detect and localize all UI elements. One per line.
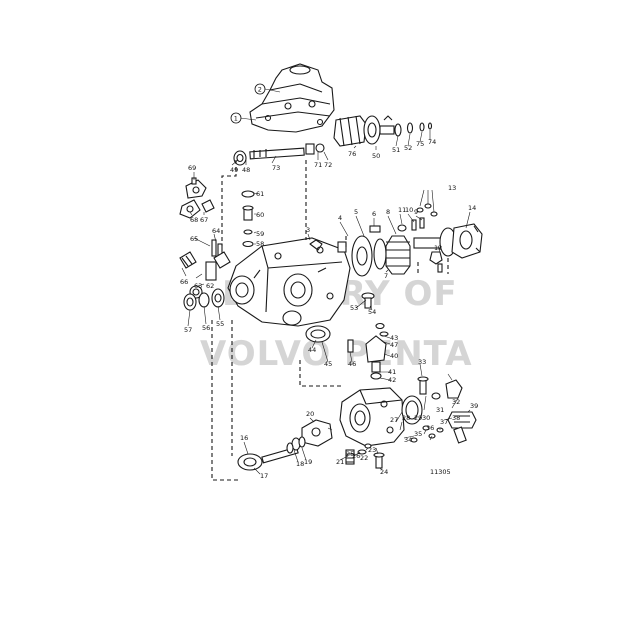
part-label: 71 <box>314 161 322 169</box>
right-lower-parts <box>410 376 477 444</box>
part-label: 37 <box>440 418 448 426</box>
part-labels: 69 49 48 73 71 72 76 50 51 52 75 74 68 6… <box>180 138 478 480</box>
circled-label-2: 2 <box>258 86 262 94</box>
part-label: 41 <box>388 368 396 376</box>
part-label: 58 <box>256 240 264 248</box>
part-label: 69 <box>188 164 196 172</box>
part-label: 60 <box>256 211 264 219</box>
part-label: 26 <box>352 452 360 460</box>
part-label: 59 <box>256 230 264 238</box>
part-label: 8 <box>386 208 390 216</box>
part-label: 17 <box>260 472 268 480</box>
bottom-left-parts <box>237 436 306 471</box>
part-label: 5 <box>354 208 358 216</box>
part-label: 50 <box>372 152 380 160</box>
part-label: 14 <box>468 204 476 212</box>
part-label: 3 <box>306 226 310 234</box>
part-label: 28 <box>402 414 410 422</box>
drive-gear-train <box>351 217 425 277</box>
circled-reference-2: 2 <box>254 83 266 95</box>
part-label: 68 <box>190 216 198 224</box>
circled-reference-1: 1 <box>230 112 242 124</box>
part-label: 12 <box>434 244 442 252</box>
watermark-line-2: VOLVO PENTA <box>200 334 473 374</box>
part-label: 31 <box>436 406 444 414</box>
part-label: 18 <box>296 460 304 468</box>
part-label: 24 <box>380 468 388 476</box>
part-label: 53 <box>350 304 358 312</box>
part-label: 61 <box>256 190 264 198</box>
part-label: 73 <box>272 164 280 172</box>
valve-stack <box>241 190 255 248</box>
part-label: 11 <box>398 206 406 214</box>
part-label: 34 <box>404 436 412 444</box>
part-label: 10 <box>405 206 413 214</box>
center-lower-parts <box>301 419 385 469</box>
part-label: 76 <box>348 150 356 158</box>
part-label: 47 <box>390 341 398 349</box>
part-label: 48 <box>242 166 250 174</box>
part-label: 43 <box>390 334 398 342</box>
circled-label-1: 1 <box>234 115 238 123</box>
part-label: 30 <box>422 414 430 422</box>
drive-shaft-coupling <box>413 203 483 273</box>
part-label: 13 <box>448 184 456 192</box>
part-label: 55 <box>216 320 224 328</box>
part-label: 25 <box>346 450 354 458</box>
part-label: 46 <box>348 360 356 368</box>
part-label: 19 <box>304 458 312 466</box>
part-label: 57 <box>184 326 192 334</box>
part-label: 32 <box>452 398 460 406</box>
part-label: 16 <box>240 434 248 442</box>
part-label: 21 <box>336 458 344 466</box>
part-label: 56 <box>202 324 210 332</box>
part-label: 54 <box>368 308 376 316</box>
assembly-guide-lines <box>211 160 449 481</box>
part-label: 20 <box>306 410 314 418</box>
left-bracket-parts <box>179 177 215 219</box>
part-label: 75 <box>416 140 424 148</box>
part-label: 9 <box>414 208 418 216</box>
part-label: 74 <box>428 138 436 146</box>
top-cover-housing <box>249 63 335 133</box>
lower-housing <box>339 387 423 447</box>
part-label: 40 <box>390 352 398 360</box>
part-label: 6 <box>372 210 376 218</box>
part-label: 4 <box>338 214 342 222</box>
part-label: 22 <box>360 454 368 462</box>
part-label: 27 <box>390 416 398 424</box>
part-label: 23 <box>368 446 376 454</box>
part-label: 65 <box>190 235 198 243</box>
part-label: 64 <box>212 227 220 235</box>
part-label: 44 <box>308 346 316 354</box>
part-label: 42 <box>388 376 396 384</box>
part-label: 36 <box>426 424 434 432</box>
part-label: 66 <box>180 278 188 286</box>
leader-lines <box>181 88 471 475</box>
shaft-73 <box>233 143 325 166</box>
part-label: 52 <box>404 144 412 152</box>
part-label: 38 <box>452 414 460 422</box>
part-label: 7 <box>384 272 388 280</box>
part-label: 45 <box>324 360 332 368</box>
part-label: 35 <box>414 430 422 438</box>
pump-body <box>227 237 351 327</box>
part-label: 63 <box>194 282 202 290</box>
part-label: 39 <box>470 402 478 410</box>
part-label: 33 <box>418 358 426 366</box>
drawing-number: 11305 <box>430 468 451 476</box>
part-label: 72 <box>324 161 332 169</box>
part-label: 29 <box>414 414 422 422</box>
upper-drive-assembly <box>333 115 433 147</box>
part-label: 67 <box>200 216 208 224</box>
part-label: 62 <box>206 282 214 290</box>
part-label: 49 <box>230 166 238 174</box>
part-label: 51 <box>392 146 400 154</box>
screws-53-54 <box>361 292 375 309</box>
